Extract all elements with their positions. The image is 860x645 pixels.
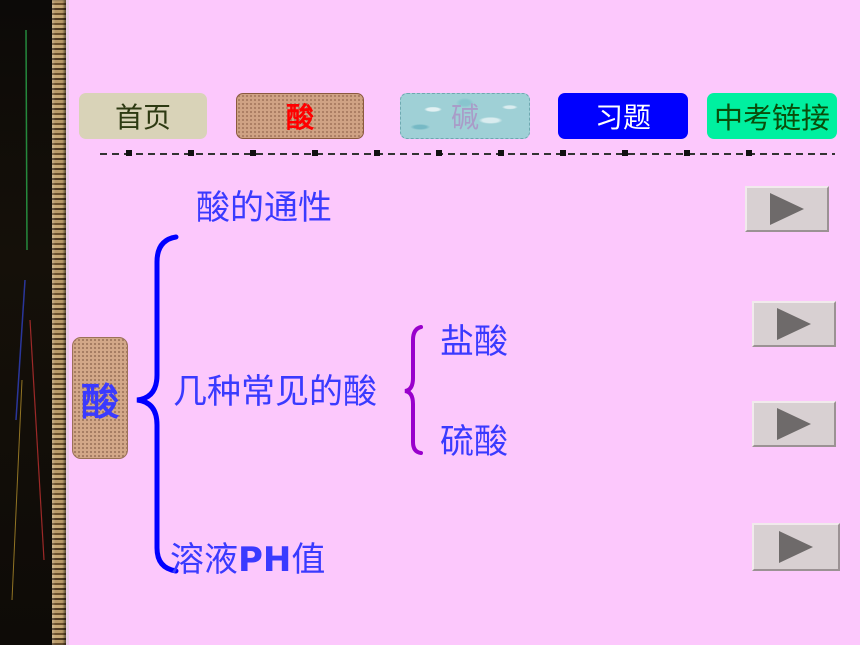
- acid-label-box: 酸: [72, 337, 128, 459]
- solution-ph-suffix: 值: [291, 540, 326, 580]
- hydrochloric-acid-link[interactable]: 盐酸: [440, 322, 508, 362]
- play-icon: [777, 308, 811, 340]
- play-button-hydrochloric-acid[interactable]: [752, 301, 836, 347]
- play-button-solution-ph[interactable]: [752, 523, 840, 571]
- nav-base-button[interactable]: 碱: [400, 93, 530, 139]
- dashed-divider: [100, 153, 835, 155]
- solution-ph-prefix: 溶液: [170, 540, 238, 580]
- chain-border-edge: [66, 0, 69, 645]
- nav-exam-links-button[interactable]: 中考链接: [707, 93, 837, 139]
- nav-home-button[interactable]: 首页: [79, 93, 207, 139]
- solution-ph-link[interactable]: 溶液PH值: [170, 532, 325, 581]
- solution-ph-bold: PH: [238, 540, 292, 580]
- chain-border: [52, 0, 66, 645]
- nav-exercises-button[interactable]: 习题: [558, 93, 688, 139]
- play-button-general-properties[interactable]: [745, 186, 829, 232]
- play-icon: [779, 531, 813, 563]
- main-brace: [136, 234, 179, 574]
- play-button-sulfuric-acid[interactable]: [752, 401, 836, 447]
- nav-acid-button[interactable]: 酸: [236, 93, 364, 139]
- play-icon: [777, 408, 811, 440]
- sub-brace: [404, 325, 423, 455]
- decorative-lines: [11, 29, 45, 601]
- sulfuric-acid-link[interactable]: 硫酸: [440, 422, 508, 462]
- common-acids-label: 几种常见的酸: [173, 372, 377, 412]
- acid-general-properties-link[interactable]: 酸的通性: [196, 188, 332, 228]
- play-icon: [770, 193, 804, 225]
